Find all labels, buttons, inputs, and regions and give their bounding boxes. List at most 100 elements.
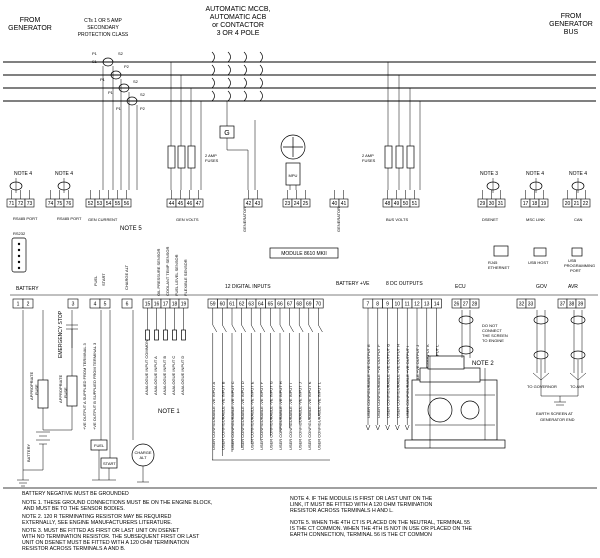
sensor-label: COOLANT TEMP SENSOR bbox=[165, 247, 170, 296]
digital-input-label: USER CONFIGURABLE -VE INPUT L bbox=[317, 381, 322, 450]
fuse1-label-2: FUSE bbox=[34, 384, 39, 395]
top-terminal-label: 21 bbox=[574, 201, 580, 207]
digital-input-label: USER CONFIGURABLE -VE INPUT J bbox=[297, 382, 302, 450]
top-terminal-label: 56 bbox=[124, 201, 130, 207]
top-terminal-label: 74 bbox=[48, 201, 54, 207]
to-avr-label: TO AVR bbox=[570, 384, 584, 389]
bottom-terminal-label: 19 bbox=[181, 302, 187, 308]
charge-alt-label: CHARGE bbox=[134, 450, 151, 455]
bottom-terminal-label: 37 bbox=[560, 302, 566, 308]
supply-output-label: +VE OUTPUT B SUPPLIED FROM TERMINAL 3 bbox=[92, 342, 97, 430]
svg-text:P2: P2 bbox=[140, 106, 146, 111]
charge-alt-vlabel: CHARGE ALT bbox=[124, 264, 129, 290]
top-terminal-label: 49 bbox=[394, 201, 400, 207]
top-terminal-label: 31 bbox=[498, 201, 504, 207]
digital-input-label: USER CONFIGURABLE -VE INPUT H bbox=[278, 381, 283, 450]
bottom-terminal-label: 9 bbox=[386, 302, 389, 308]
mccb-label: AUTOMATIC MCCB, bbox=[205, 6, 270, 13]
top-twisted-pairs bbox=[9, 178, 585, 193]
note4-top-d: NOTE 4 bbox=[569, 171, 587, 177]
top-terminal-label: 53 bbox=[97, 201, 103, 207]
analogue-input-label: ANALOGUE INPUT COMMON bbox=[144, 340, 149, 395]
top-terminal-label: 47 bbox=[196, 201, 202, 207]
mccb-label-4: 3 OR 4 POLE bbox=[217, 30, 260, 37]
charge-alt-label-2: ALT bbox=[139, 455, 147, 460]
no-connect-label-2: CONNECT bbox=[482, 328, 502, 333]
usb-port-label: USB bbox=[568, 258, 577, 263]
bottom-terminal-label: 66 bbox=[277, 302, 283, 308]
bottom-terminal-label: 60 bbox=[220, 302, 226, 308]
note5-label: NOTE 5 bbox=[120, 226, 142, 232]
usb-port-label-2: PROGRAMMING bbox=[564, 263, 595, 268]
fuel-vlabel: FUEL bbox=[93, 275, 98, 286]
start-vlabel: START bbox=[101, 273, 106, 286]
dc-output-label: USER CONFIGURABLE +VE OUTPUT G bbox=[386, 344, 391, 418]
dc-output-label: USER CONFIGURABLE +VE OUTPUT H bbox=[395, 344, 400, 418]
bottom-terminal-label: 14 bbox=[434, 302, 440, 308]
top-terminal-label: 54 bbox=[106, 201, 112, 207]
digital-input-label: USER CONFIGURABLE -VE INPUT A bbox=[211, 382, 216, 450]
module-box bbox=[269, 247, 339, 259]
note-3: NOTE 3. MUST BE FITTED AS FIRST OR LAST … bbox=[22, 528, 200, 552]
top-terminal-label: 51 bbox=[412, 201, 418, 207]
bottom-terminal-label: 2 bbox=[27, 302, 30, 308]
ct-label-2: SECONDARY bbox=[87, 25, 119, 31]
battery-top-label: BATTERY bbox=[16, 286, 39, 292]
bottom-terminal-label: 8 bbox=[376, 302, 379, 308]
bottom-terminal-label: 33 bbox=[528, 302, 534, 308]
bottom-terminal-label: 18 bbox=[172, 302, 178, 308]
fuel-relay-label: FUEL bbox=[94, 443, 105, 448]
bottom-terminal-label: 38 bbox=[569, 302, 575, 308]
top-terminal-label: 46 bbox=[187, 201, 193, 207]
bottom-terminal-33 bbox=[525, 298, 536, 309]
no-connect-label-3: THE SCREEN bbox=[482, 333, 508, 338]
earth-screen-label: EARTH SCREEN AT bbox=[536, 411, 574, 416]
top-terminal-label: 55 bbox=[115, 201, 121, 207]
ethernet-port bbox=[493, 245, 583, 257]
g-coil-label: G bbox=[224, 130, 229, 137]
top-terminal-label: 41 bbox=[341, 201, 347, 207]
bottom-terminal-2 bbox=[22, 298, 34, 309]
rs485-label-2: RS485 PORT bbox=[57, 216, 82, 221]
bottom-terminal-39 bbox=[575, 298, 586, 309]
top-terminal-label: 45 bbox=[178, 201, 184, 207]
analogue-input-label: ANALOGUE INPUT A bbox=[153, 356, 158, 395]
fuse1-label: APPROPRIATE bbox=[29, 372, 34, 400]
gov-label: GOV bbox=[536, 284, 548, 290]
bottom-terminal-label: 13 bbox=[424, 302, 430, 308]
bottom-terminal-label: 28 bbox=[472, 302, 478, 308]
bottom-terminal-label: 4 bbox=[94, 302, 97, 308]
digital-input-label: USER CONFIGURABLE -VE INPUT G bbox=[269, 381, 274, 450]
left-supply-components bbox=[17, 310, 78, 487]
mpu-sensor: MPU bbox=[280, 134, 306, 190]
rs232-label: RS232 bbox=[13, 231, 26, 236]
svg-text:S2: S2 bbox=[140, 92, 146, 97]
top-terminal-label: 44 bbox=[169, 201, 175, 207]
bus-volt-fuses bbox=[384, 62, 421, 190]
top-terminal-label: 52 bbox=[88, 201, 94, 207]
bottom-terminal-label: 6 bbox=[126, 302, 129, 308]
top-terminal-label: 17 bbox=[523, 201, 529, 207]
eth-label: RJ45 bbox=[488, 260, 498, 265]
note-4: NOTE 4. IF THE MODULE IS FIRST OR LAST U… bbox=[290, 496, 433, 514]
svg-text:P1: P1 bbox=[116, 106, 122, 111]
from-generator-label-2: GENERATOR bbox=[8, 25, 52, 32]
digital-inputs-label: 12 DIGITAL INPUTS bbox=[225, 284, 271, 290]
top-terminal-label: 72 bbox=[18, 201, 24, 207]
bottom-terminal-label: 64 bbox=[258, 302, 264, 308]
digital-input-label: USER CONFIGURABLE -VE INPUT C bbox=[230, 381, 235, 450]
engine-illustration bbox=[404, 355, 506, 449]
note4-top-c: NOTE 4 bbox=[526, 171, 544, 177]
rs232-port bbox=[11, 237, 27, 273]
bottom-terminal-label: 16 bbox=[154, 302, 160, 308]
bus-fuse-label: 2 AMP bbox=[362, 153, 374, 158]
sensor-label: FUEL LEVEL SENSOR bbox=[174, 254, 179, 296]
top-terminal-label: 22 bbox=[583, 201, 589, 207]
sensor-label: FLEXIBLE SENSOR bbox=[183, 259, 188, 296]
ecu-label: ECU bbox=[455, 284, 466, 290]
analogue-input-label: ANALOGUE INPUT B bbox=[162, 356, 167, 395]
digital-input-label: USER CONFIGURABLE -VE INPUT K bbox=[307, 381, 312, 450]
top-terminal-label: 48 bbox=[385, 201, 391, 207]
